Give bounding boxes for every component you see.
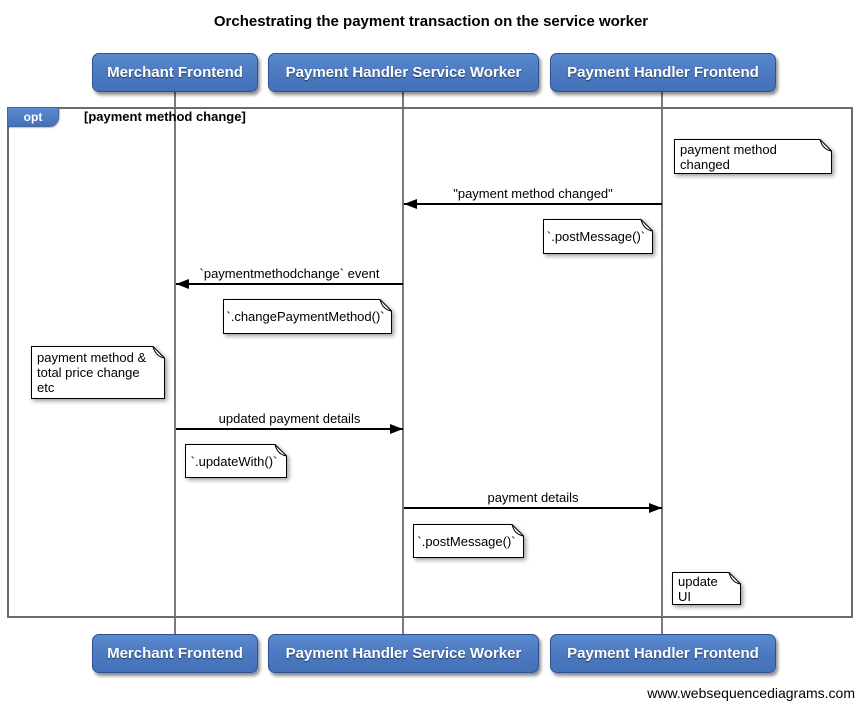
opt-frame: opt xyxy=(7,107,853,618)
message-label: "payment method changed" xyxy=(453,186,613,201)
actor-label: Merchant Frontend xyxy=(107,645,243,662)
arrowhead-right-icon xyxy=(390,424,403,434)
note-payment-method-changed: payment method changed xyxy=(674,139,832,174)
note-shape-icon xyxy=(413,524,524,558)
note-text: `.changePaymentMethod()` xyxy=(226,309,385,324)
watermark-websequencediagrams: www.websequencediagrams.com xyxy=(647,685,855,701)
opt-condition: [payment method change] xyxy=(84,109,246,124)
note-shape-icon xyxy=(672,572,741,605)
note-update-ui: update UI xyxy=(672,572,741,605)
actor-bottom-payment-handler-service-worker: Payment Handler Service Worker xyxy=(268,634,539,673)
note-shape-icon xyxy=(31,346,165,399)
arrowhead-left-icon xyxy=(404,199,417,209)
note-text: `.postMessage()` xyxy=(546,229,646,244)
message-label: updated payment details xyxy=(218,411,361,426)
actor-top-payment-handler-service-worker: Payment Handler Service Worker xyxy=(268,53,539,92)
opt-operator-label: opt xyxy=(23,109,43,124)
note-text: `.updateWith()` xyxy=(190,453,278,469)
actor-bottom-payment-handler-frontend: Payment Handler Frontend xyxy=(550,634,776,673)
lifeline-payment-handler-service-worker xyxy=(402,92,404,634)
note-shape-icon xyxy=(223,299,392,334)
note-postmessage-2: `.postMessage()` xyxy=(413,524,524,558)
arrowhead-right-icon xyxy=(649,503,662,513)
note-shape-icon xyxy=(674,139,832,174)
message-label: payment details xyxy=(487,490,579,505)
actor-top-merchant-frontend: Merchant Frontend xyxy=(92,53,258,92)
actor-label: Payment Handler Service Worker xyxy=(285,645,522,662)
message-line xyxy=(404,507,662,509)
message-line xyxy=(404,203,662,205)
lifeline-merchant-frontend xyxy=(174,92,176,634)
note-text: payment method & total price change etc xyxy=(37,350,147,395)
actor-bottom-merchant-frontend: Merchant Frontend xyxy=(92,634,258,673)
diagram-title: Orchestrating the payment transaction on… xyxy=(213,13,649,30)
message-line xyxy=(176,283,403,285)
arrowhead-left-icon xyxy=(176,279,189,289)
note-shape-icon xyxy=(185,444,287,478)
message-label: `paymentmethodchange` event xyxy=(199,266,380,281)
note-changepaymentmethod: `.changePaymentMethod()` xyxy=(223,299,392,334)
actor-label: Payment Handler Frontend xyxy=(567,64,759,81)
note-text: payment method changed xyxy=(680,141,777,172)
actor-top-payment-handler-frontend: Payment Handler Frontend xyxy=(550,53,776,92)
message-line xyxy=(176,428,403,430)
actor-label: Payment Handler Service Worker xyxy=(285,64,522,81)
note-text: update UI xyxy=(678,573,718,604)
note-payment-method-and-total-price: payment method & total price change etc xyxy=(31,346,165,399)
note-updatewith: `.updateWith()` xyxy=(185,444,287,478)
lifeline-payment-handler-frontend xyxy=(661,92,663,634)
note-shape-icon xyxy=(543,219,653,254)
note-text: `.postMessage()` xyxy=(417,533,516,549)
actor-label: Payment Handler Frontend xyxy=(567,645,759,662)
actor-label: Merchant Frontend xyxy=(107,64,243,81)
opt-operator-tab: opt xyxy=(7,107,59,127)
note-postmessage-1: `.postMessage()` xyxy=(543,219,653,254)
